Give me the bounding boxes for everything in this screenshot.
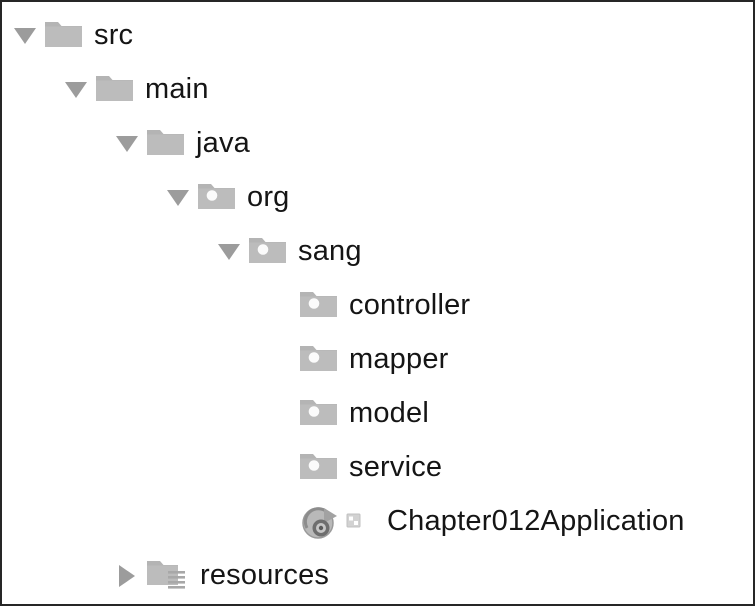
package-icon [300,292,337,317]
tree-row[interactable]: Chapter012Application [2,494,685,548]
tree-row[interactable]: model [2,386,429,440]
tree-row[interactable]: src [2,8,133,62]
resources-folder-icon [147,561,185,589]
tree-node-label: src [94,18,134,51]
tree-node-label: controller [349,288,471,321]
triangle-down-icon[interactable] [63,76,89,102]
tree-row[interactable]: resources [2,548,329,602]
package-icon [299,288,339,322]
tree-node-label: java [196,126,250,159]
tree-node-label: resources [200,558,330,591]
package-icon [197,180,237,214]
tree-node-label: main [145,72,209,105]
tree-node-label: service [349,450,443,483]
tree-row[interactable]: org [2,170,290,224]
triangle-right-icon[interactable] [114,562,140,588]
triangle-down-icon[interactable] [12,22,38,48]
folder-icon [95,72,135,106]
folder-icon [44,18,84,52]
package-icon [198,184,235,209]
package-icon [300,346,337,371]
package-icon [249,238,286,263]
tree-row[interactable]: sang [2,224,362,278]
tree-row[interactable]: service [2,440,442,494]
tree-row[interactable]: mapper [2,332,449,386]
package-icon [299,450,339,484]
triangle-down-icon[interactable] [165,184,191,210]
folder-icon [96,76,133,101]
triangle-down-icon[interactable] [114,130,140,156]
tree-row[interactable]: java [2,116,250,170]
resources-folder-icon [146,558,190,592]
package-icon [300,454,337,479]
package-icon [299,396,339,430]
package-icon [248,234,288,268]
tree-row[interactable]: controller [2,278,470,332]
tree-node-label: mapper [349,342,449,375]
tree-row[interactable]: main [2,62,209,116]
tree-node-label: sang [298,234,362,267]
tree-node-label: Chapter012Application [387,504,685,537]
folder-icon [45,22,82,47]
package-icon [300,400,337,425]
spring-boot-class-run-icon [299,504,373,539]
triangle-down-icon[interactable] [216,238,242,264]
tree-node-label: org [247,180,290,213]
folder-icon [146,126,186,160]
folder-icon [147,130,184,155]
tree-node-label: model [349,396,429,429]
package-icon [299,342,339,376]
spring-boot-class-run-icon [299,504,373,542]
